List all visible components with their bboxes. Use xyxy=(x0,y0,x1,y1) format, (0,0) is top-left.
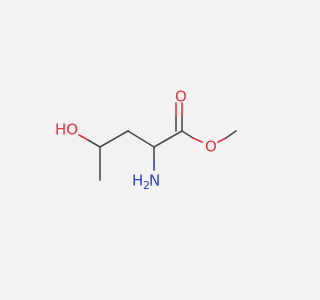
hydroxyl-label: HO xyxy=(55,121,78,139)
carbonyl-oxygen-label: O xyxy=(175,88,187,106)
bond-c2-c1 xyxy=(153,130,183,148)
ester-oxygen-label: O xyxy=(205,138,217,156)
amine-n-label: N xyxy=(149,172,160,190)
molecule-diagram: HO O O H 2 N xyxy=(55,87,237,192)
bond-c4-oh-c xyxy=(87,139,101,148)
bond-c4-c3 xyxy=(99,130,129,148)
amine-subscript-label: 2 xyxy=(143,179,150,192)
bond-ester-o-methyl-c xyxy=(225,130,237,139)
bond-c1-ester-o-o xyxy=(192,137,203,143)
amine-h-label: H xyxy=(132,172,143,190)
bond-c4-oh-o xyxy=(78,134,89,141)
molecule-structure: HO O O H 2 N xyxy=(55,88,237,192)
bond-ester-o-methyl-o xyxy=(217,137,227,143)
bond-c3-c2 xyxy=(127,130,155,148)
bond-c1-ester-o-c xyxy=(181,130,194,139)
